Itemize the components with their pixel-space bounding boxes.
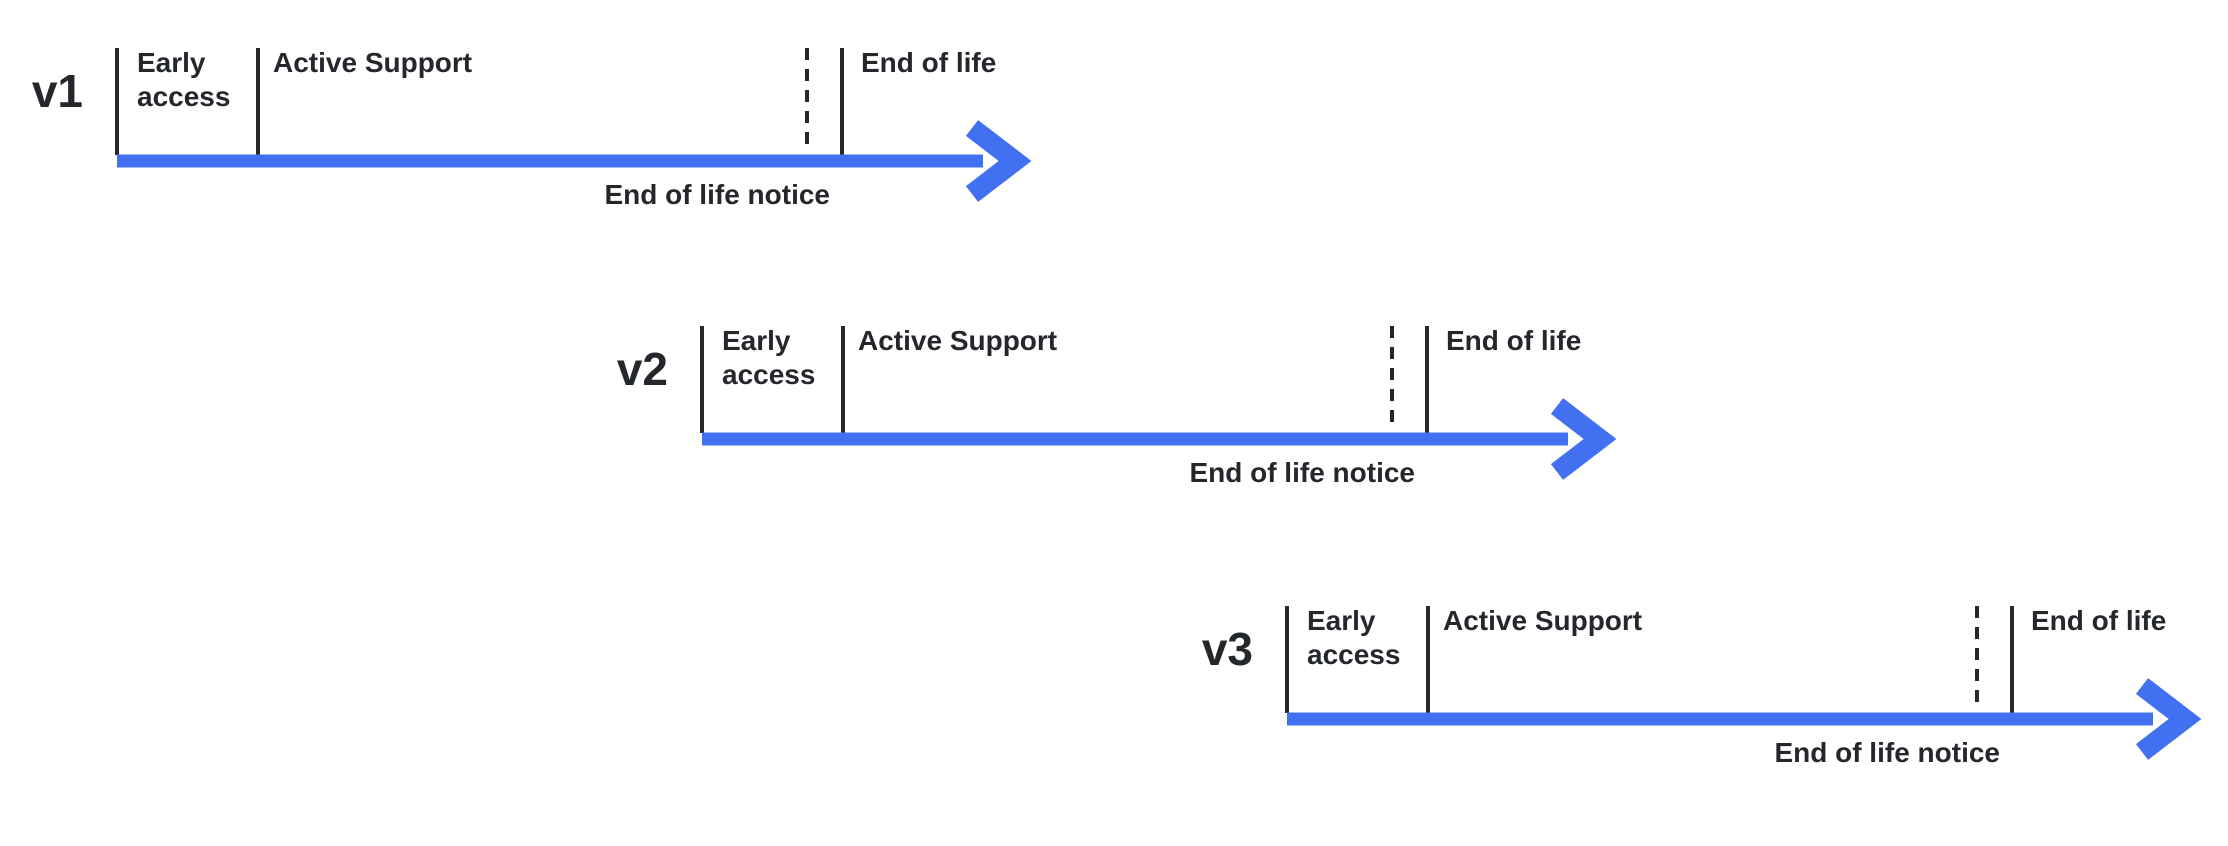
end-of-life-notice-label: End of life notice — [604, 179, 830, 210]
timeline-v1: v1 Early access Active Support End of li… — [32, 47, 1057, 288]
lifecycle-diagram: v1 Early access Active Support End of li… — [32, 47, 2202, 768]
version-label-v1: v1 — [31, 65, 83, 117]
timeline-track-v3 — [1285, 606, 2202, 760]
early-access-label: Early access — [137, 47, 231, 112]
timeline-track-v2 — [700, 326, 1617, 480]
timeline-arrow-head — [2135, 678, 2202, 760]
end-of-life-notice-label: End of life notice — [1189, 457, 1415, 488]
end-of-life-notice-label: End of life notice — [1774, 737, 2000, 768]
end-of-life-label: End of life — [2031, 605, 2167, 636]
active-support-label: Active Support — [273, 47, 473, 78]
end-of-life-label: End of life — [1446, 325, 1582, 356]
active-support-label: Active Support — [1443, 605, 1643, 636]
active-support-label: Active Support — [858, 325, 1058, 356]
end-of-life-label: End of life — [861, 47, 997, 78]
version-label-v2: v2 — [616, 343, 668, 395]
timeline-arrow-head — [965, 120, 1032, 202]
early-access-label: Early access — [1307, 605, 1401, 670]
timeline-v2: v2 Early access Active Support End of li… — [617, 325, 1642, 566]
version-label-v3: v3 — [1201, 623, 1253, 675]
timeline-v3: v3 Early access Active Support End of li… — [1202, 605, 2227, 846]
timeline-arrow-head — [1550, 398, 1617, 480]
early-access-label: Early access — [722, 325, 816, 390]
timeline-track-v1 — [115, 48, 1032, 202]
